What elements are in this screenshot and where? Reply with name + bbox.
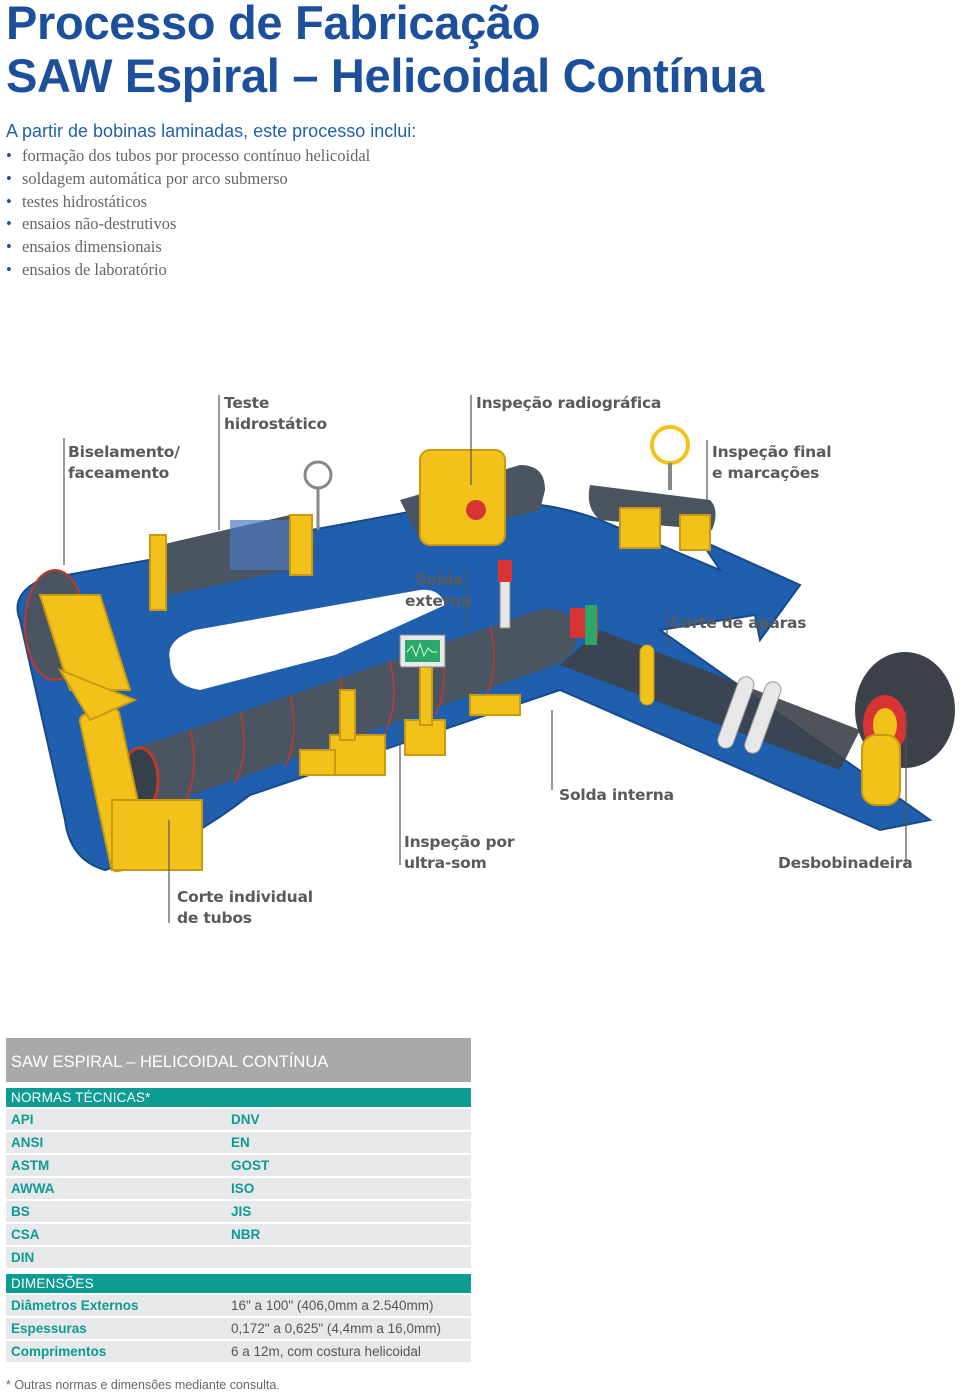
table-row: ASTM GOST (6, 1155, 471, 1176)
specs-table: SAW ESPIRAL – HELICOIDAL CONTÍNUA NORMAS… (6, 1038, 471, 1362)
norma-left: DIN (11, 1250, 35, 1265)
norma-left: ANSI (11, 1135, 44, 1150)
title-line-2: SAW Espiral – Helicoidal Contínua (6, 49, 764, 102)
process-illustration (16, 395, 955, 923)
bullet-item: ensaios não-destrutivos (6, 213, 370, 236)
label-inspecao-final: Inspeção final e marcações (712, 443, 832, 482)
bullet-item: soldagem automática por arco submerso (6, 168, 370, 191)
hydrotest-pipe (149, 460, 333, 611)
table-row: Espessuras 0,172" a 0,625" (4,4mm a 16,0m… (6, 1318, 471, 1339)
norma-right: GOST (231, 1158, 270, 1173)
dimension-label: Diâmetros Externos (11, 1298, 139, 1313)
ultrasonic-monitor (399, 634, 446, 668)
footnote: * Outras normas e dimensões mediante con… (6, 1378, 280, 1392)
bullet-item: ensaios de laboratório (6, 259, 370, 282)
norma-left: AWWA (11, 1181, 55, 1196)
process-diagram: Biselamento/ faceamento Teste hidrostáti… (0, 390, 960, 950)
norma-right: EN (231, 1135, 250, 1150)
process-bullet-list: formação dos tubos por processo contínuo… (6, 145, 370, 282)
label-inspecao-ultrasom: Inspeção por ultra-som (404, 833, 515, 872)
norma-right: JIS (231, 1204, 252, 1219)
label-biselamento: Biselamento/ faceamento (68, 443, 180, 482)
table-row: DIN (6, 1247, 471, 1268)
intro-text: A partir de bobinas laminadas, este proc… (6, 121, 417, 141)
dimension-label: Espessuras (11, 1321, 87, 1336)
title-line-1: Processo de Fabricação (6, 0, 541, 49)
cutoff-machine (78, 707, 203, 873)
label-desbobinadeira: Desbobinadeira (778, 854, 913, 872)
normas-rows: API DNV ANSI EN ASTM GOST AWWA ISO BS JIS CSA NBR DI… (6, 1109, 471, 1268)
norma-left: BS (11, 1204, 30, 1219)
dimensoes-header: DIMENSÕES (6, 1274, 471, 1293)
dimension-value: 6 a 12m, com costura helicoidal (231, 1344, 421, 1359)
table-row: BS JIS (6, 1201, 471, 1222)
normas-header: NORMAS TÉCNICAS* (6, 1088, 471, 1107)
radiography-machine (400, 449, 545, 546)
leader-lines (63, 395, 907, 923)
pipe-supports (299, 659, 521, 776)
label-inspecao-radiografica: Inspeção radiográfica (476, 394, 662, 412)
bevel-pipe (24, 569, 138, 722)
table-row: Comprimentos 6 a 12m, com costura helicoi… (6, 1341, 471, 1362)
uncoiler-machine (855, 652, 955, 806)
table-row: Diâmetros Externos 16" a 100" (406,0mm a … (6, 1295, 471, 1316)
table-row: API DNV (6, 1109, 471, 1130)
dimension-value: 0,172" a 0,625" (4,4mm a 16,0mm) (231, 1321, 441, 1336)
final-inspection-pipe (588, 425, 716, 551)
norma-left: API (11, 1112, 34, 1127)
norma-right: NBR (231, 1227, 261, 1242)
track-inner-white (169, 589, 446, 690)
bullet-item: formação dos tubos por processo contínuo… (6, 145, 370, 168)
table-row: CSA NBR (6, 1224, 471, 1245)
external-welder (498, 560, 598, 645)
label-teste-hidrostatico: Teste hidrostático (224, 394, 327, 433)
label-corte-aparas: Corte de aparas (670, 614, 807, 632)
norma-right: ISO (231, 1181, 255, 1196)
bullet-item: ensaios dimensionais (6, 236, 370, 259)
dimensoes-rows: Diâmetros Externos 16" a 100" (406,0mm a … (6, 1295, 471, 1362)
table-row: AWWA ISO (6, 1178, 471, 1199)
page-title: Processo de Fabricação SAW Espiral – Hel… (6, 0, 764, 102)
dimension-label: Comprimentos (11, 1344, 107, 1359)
label-solda-interna: Solda interna (559, 786, 674, 804)
dimension-value: 16" a 100" (406,0mm a 2.540mm) (231, 1298, 434, 1313)
label-solda-externa: Solda externa (405, 571, 472, 610)
table-row: ANSI EN (6, 1132, 471, 1153)
label-corte-individual: Corte individual de tubos (177, 888, 313, 927)
bullet-item: testes hidrostáticos (6, 191, 370, 214)
norma-right: DNV (231, 1112, 260, 1127)
norma-left: CSA (11, 1227, 40, 1242)
table-title: SAW ESPIRAL – HELICOIDAL CONTÍNUA (6, 1038, 471, 1082)
trimming-rolls (639, 644, 782, 754)
norma-left: ASTM (11, 1158, 50, 1173)
